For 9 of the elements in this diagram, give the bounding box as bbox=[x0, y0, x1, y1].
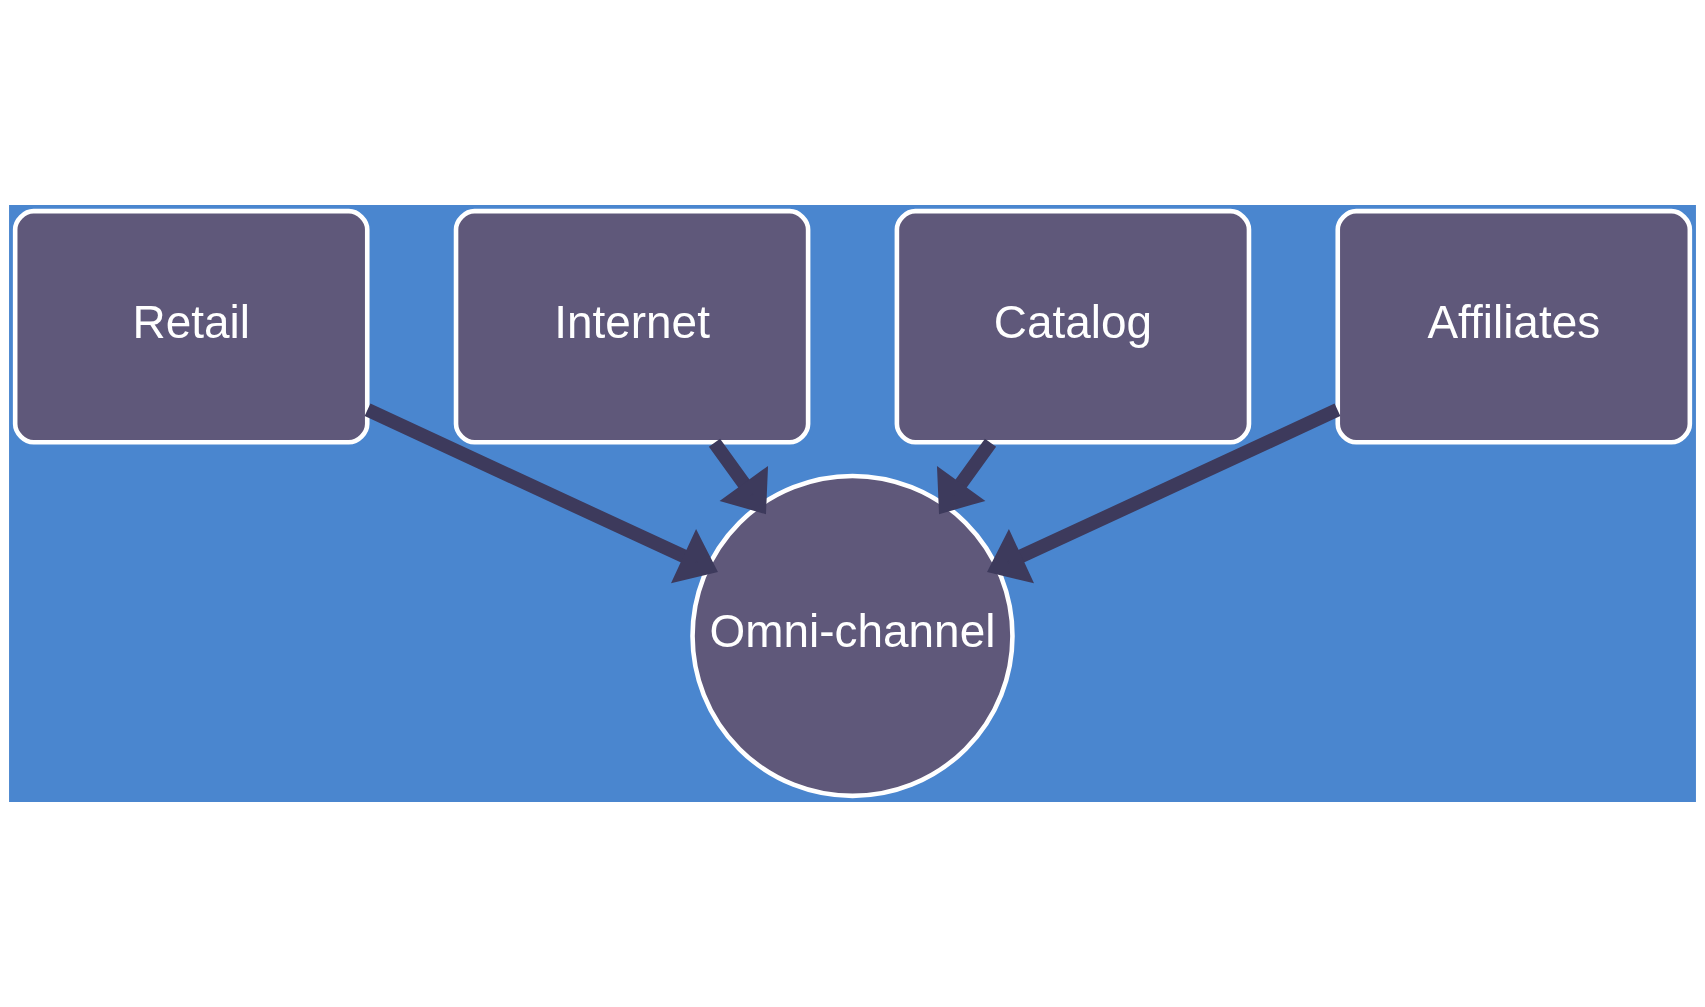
node-box: Affiliates bbox=[1335, 208, 1693, 445]
node-circle: Omni-channel bbox=[690, 473, 1015, 799]
node-box: Retail bbox=[12, 208, 370, 445]
arrow bbox=[364, 403, 718, 584]
arrow bbox=[987, 403, 1341, 584]
arrow bbox=[708, 438, 769, 515]
node-box: Catalog bbox=[894, 208, 1252, 445]
arrow bbox=[936, 438, 997, 515]
node-box: Internet bbox=[453, 208, 811, 445]
